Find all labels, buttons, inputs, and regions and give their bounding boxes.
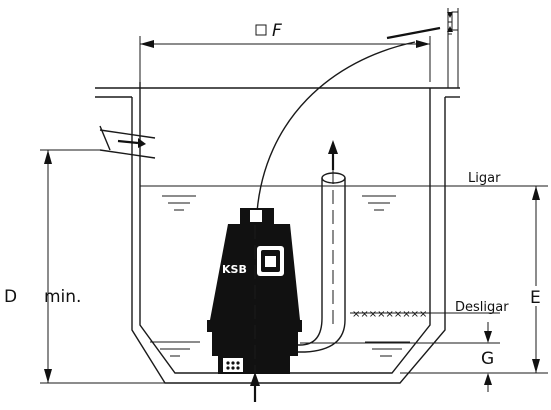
width-label: F [272, 21, 282, 41]
tank-outer-wall [131, 97, 446, 384]
ground-slab [95, 82, 460, 98]
switch-off-label: Desligar [455, 300, 509, 315]
control-box [386, 8, 459, 88]
suction-arrow-icon [250, 372, 260, 386]
e-label: E [530, 288, 541, 308]
outflow-arrow-icon [328, 140, 338, 154]
g-label: G [481, 349, 494, 369]
depth-suffix-label: min. [44, 287, 81, 307]
width-dimension: F [139, 21, 431, 82]
water-level-on: Ligar [140, 171, 548, 211]
square-symbol-icon [255, 24, 267, 36]
svg-text:×××××××××: ××××××××× [352, 309, 427, 320]
depth-dimension: D min. [4, 149, 165, 384]
inlet-pipe [99, 125, 156, 159]
water-level-off: Desligar [150, 300, 509, 357]
power-cable [256, 41, 416, 213]
switch-on-label: Ligar [468, 171, 501, 186]
g-dimension: G [300, 322, 500, 392]
depth-label: D [4, 287, 17, 307]
inflow-arrow-icon [138, 138, 146, 148]
pump-unit: KSB [207, 208, 302, 390]
brand-label: KSB [222, 263, 247, 276]
discharge-pipe [262, 140, 346, 353]
float-switch-line: ××××××××× [350, 309, 430, 320]
e-dimension: E [400, 186, 548, 374]
suction-arrow [250, 372, 260, 402]
